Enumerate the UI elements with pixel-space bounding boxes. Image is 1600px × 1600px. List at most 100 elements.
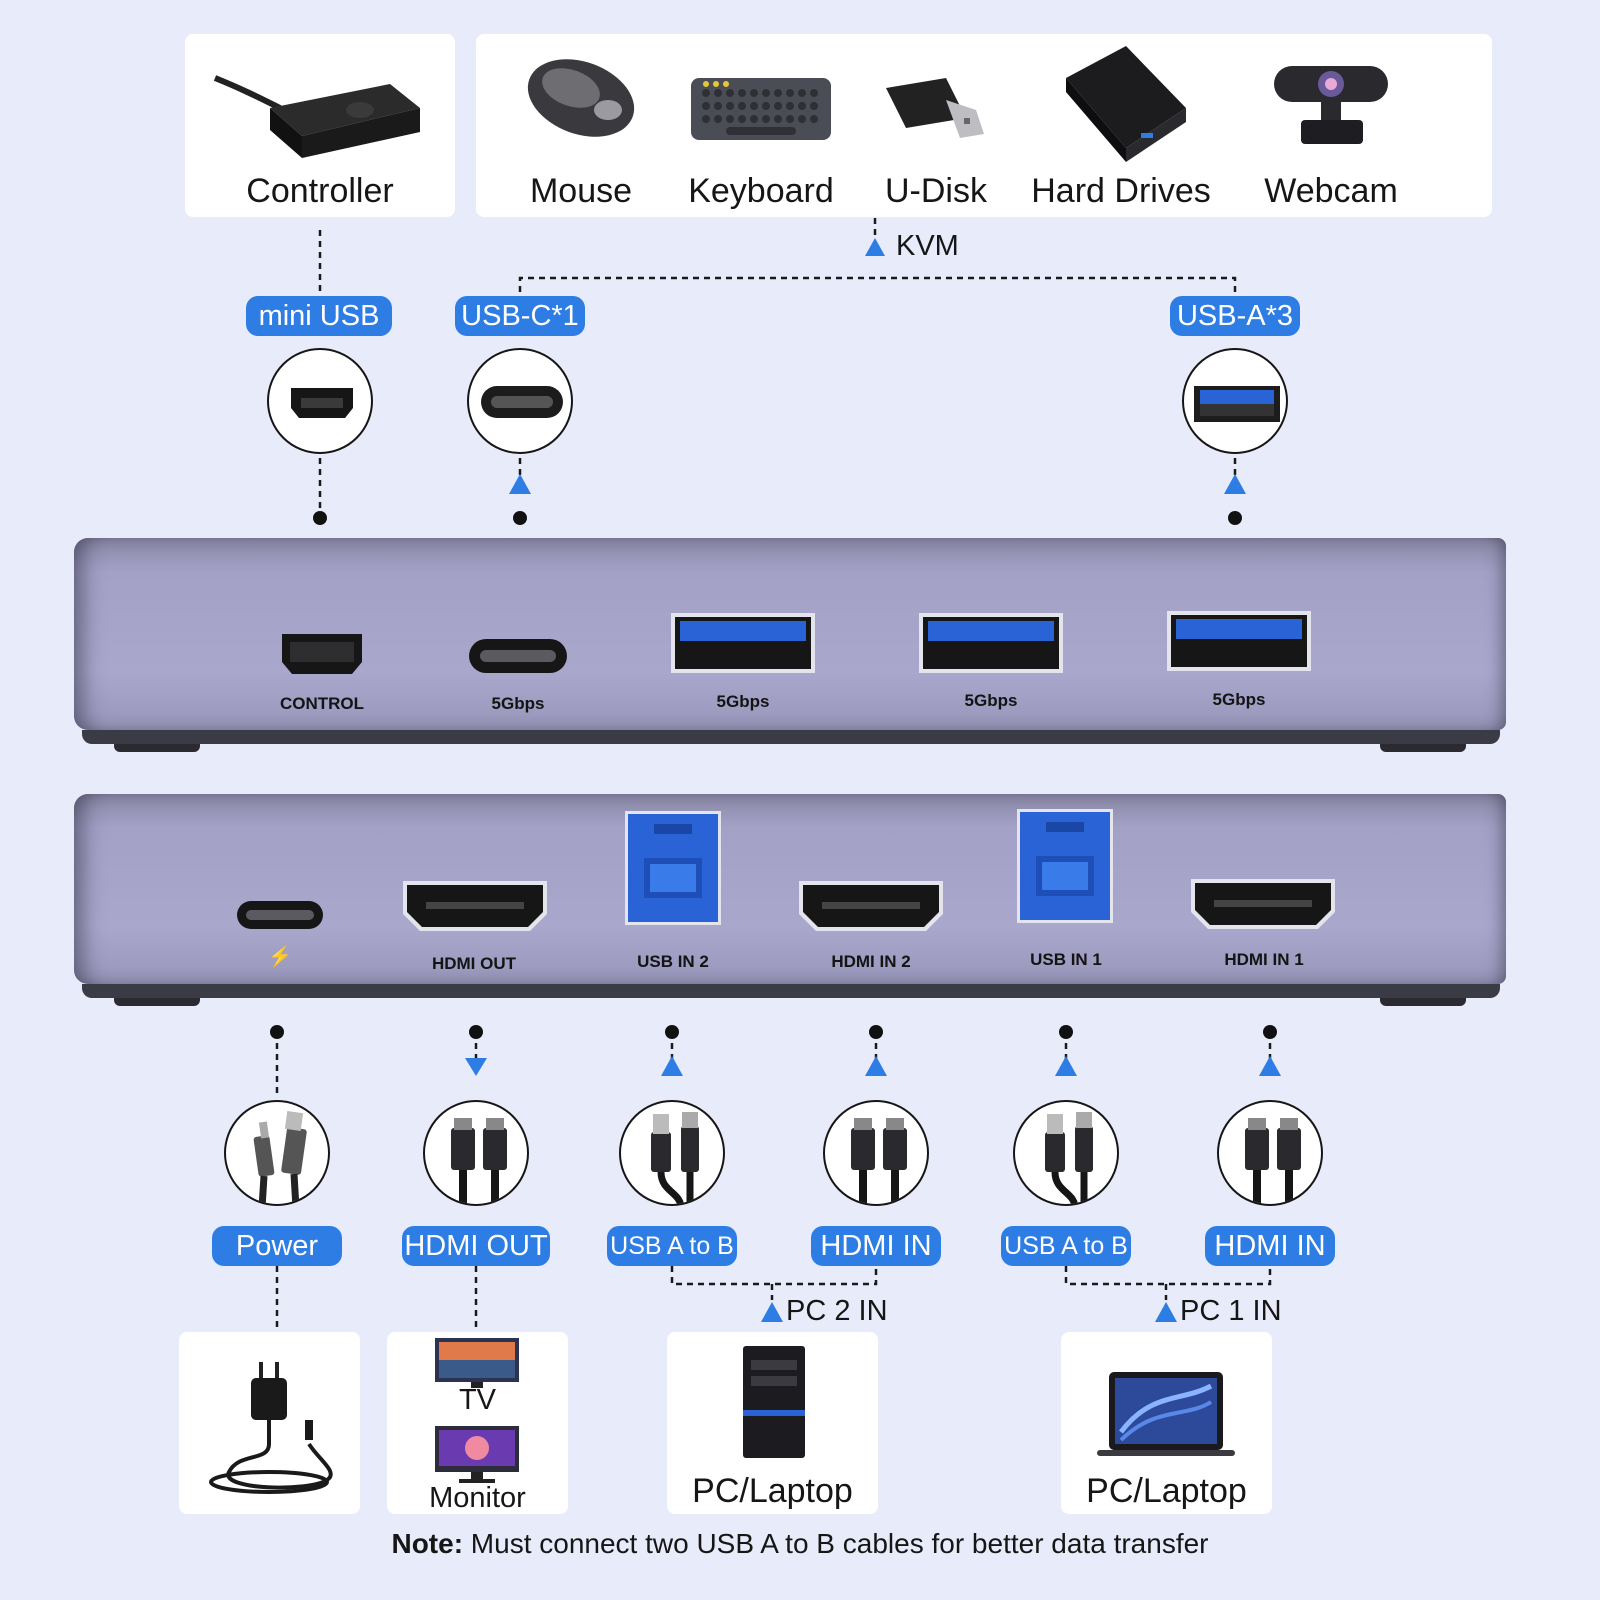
usb-a-port-2 xyxy=(918,612,1064,679)
udisk-icon xyxy=(886,78,984,138)
note-text: Note: Must connect two USB A to B cables… xyxy=(0,1528,1600,1560)
usb-a-pill: USB-A*3 xyxy=(1170,296,1300,336)
hdmi-in-1-port-label: HDMI IN 1 xyxy=(1224,950,1304,969)
usb-c-port-icon xyxy=(481,386,563,418)
usb-c-icon xyxy=(237,901,323,929)
power-port xyxy=(236,900,324,935)
power-pill: Power xyxy=(212,1226,342,1266)
keyboard-label: Keyboard xyxy=(688,172,834,210)
power-adapter-card xyxy=(179,1332,360,1514)
usb-a-to-b-cable-icon xyxy=(1045,1112,1093,1204)
hdmi-out-pill: HDMI OUT xyxy=(402,1226,550,1266)
hdmi-in-pill-2: HDMI IN xyxy=(811,1226,941,1266)
webcam-icon xyxy=(1274,66,1388,144)
hdmi-cable-icon xyxy=(451,1118,507,1204)
usb-a-to-b-cable-1-zoom xyxy=(1013,1100,1119,1206)
front-foot-left xyxy=(114,744,200,752)
hard-drives-label: Hard Drives xyxy=(1031,172,1211,210)
kvm-hub-rear-panel: ⚡ HDMI OUT USB IN 2 xyxy=(74,794,1506,984)
usb-in-1-port xyxy=(1016,808,1114,929)
usb-a-icon xyxy=(1167,611,1311,671)
pc1-card: PC/Laptop xyxy=(1061,1332,1272,1514)
usb-c-icon xyxy=(469,639,567,673)
note-bold: Note: xyxy=(391,1528,464,1559)
usb-a-icon xyxy=(919,613,1063,673)
udisk-label: U-Disk xyxy=(885,172,987,210)
hdmi-port-icon xyxy=(1191,879,1335,929)
hdmi-cable-icon xyxy=(1245,1118,1301,1204)
hdmi-in-2-port-label: HDMI IN 2 xyxy=(831,952,911,971)
mini-usb-port-zoom xyxy=(267,348,373,454)
kvm-hub-front-panel: CONTROL 5Gbps 5Gbps 5Gbps xyxy=(74,538,1506,730)
usb-in-2-port-label: USB IN 2 xyxy=(637,952,709,971)
mouse-label: Mouse xyxy=(529,172,633,210)
pc1-in-label: PC 1 IN xyxy=(1180,1295,1282,1327)
hdmi-out-port xyxy=(402,880,548,937)
mini-usb-port-icon xyxy=(291,388,353,418)
peripherals-card: Mouse Keyboard U-Disk xyxy=(476,34,1492,217)
rear-foot-left xyxy=(114,998,200,1006)
controller-label: Controller xyxy=(246,172,394,210)
usb-a-to-b-pill-2: USB A to B xyxy=(607,1226,737,1266)
hdmi-cable-icon xyxy=(851,1118,907,1204)
desktop-pc-icon xyxy=(743,1346,805,1458)
hdmi-out-port-label: HDMI OUT xyxy=(431,954,517,973)
mouse-device: Mouse xyxy=(516,48,646,210)
controller-icon xyxy=(213,75,420,158)
mini-usb-pill: mini USB xyxy=(246,296,392,336)
usb-c-port-zoom xyxy=(467,348,573,454)
laptop-icon xyxy=(1097,1372,1235,1456)
hdmi-in-1-port xyxy=(1190,878,1336,935)
keyboard-device: Keyboard xyxy=(686,48,836,210)
pc2-laptop-label: PC/Laptop xyxy=(692,1472,853,1510)
hard-drives-device: Hard Drives xyxy=(1031,38,1211,210)
usb-c-port xyxy=(468,638,568,679)
hdmi-in-cable-1-zoom xyxy=(1217,1100,1323,1206)
display-card: TV Monitor xyxy=(387,1332,568,1514)
mouse-icon xyxy=(527,59,635,137)
udisk-device: U-Disk xyxy=(876,48,996,210)
hard-drive-icon xyxy=(1066,46,1186,162)
power-adapter-icon xyxy=(209,1362,333,1494)
usb-a-to-b-cable-icon xyxy=(651,1112,699,1204)
usb-a-1-speed-label: 5Gbps xyxy=(716,692,770,711)
usb-a-icon xyxy=(671,613,815,673)
pc2-card: PC/Laptop xyxy=(667,1332,878,1514)
control-port-label: CONTROL xyxy=(279,694,365,713)
controller-device: Controller xyxy=(210,48,430,210)
usb-a-port-1 xyxy=(670,612,816,679)
keyboard-icon xyxy=(691,78,831,140)
usb-a-3-speed-label: 5Gbps xyxy=(1212,690,1266,709)
front-foot-right xyxy=(1380,744,1466,752)
tv-label: TV xyxy=(458,1384,497,1416)
controller-card: Controller xyxy=(185,34,455,217)
usb-c-cable-icon xyxy=(253,1110,307,1204)
hdmi-in-cable-2-zoom xyxy=(823,1100,929,1206)
tv-icon xyxy=(435,1338,519,1388)
usb-c-speed-label: 5Gbps xyxy=(491,694,545,713)
usb-a-port-zoom xyxy=(1182,348,1288,454)
control-port xyxy=(280,632,364,681)
webcam-device: Webcam xyxy=(1264,48,1398,210)
power-cable-zoom xyxy=(224,1100,330,1206)
webcam-label: Webcam xyxy=(1264,172,1398,210)
mini-usb-icon xyxy=(282,634,362,674)
rear-foot-right xyxy=(1380,998,1466,1006)
usb-a-port-icon xyxy=(1194,386,1280,422)
usb-b-port-icon xyxy=(625,811,721,925)
usb-c-pill: USB-C*1 xyxy=(455,296,585,336)
hdmi-out-cable-zoom xyxy=(423,1100,529,1206)
monitor-icon xyxy=(435,1426,519,1483)
note-body: Must connect two USB A to B cables for b… xyxy=(463,1528,1209,1559)
usb-in-2-port xyxy=(624,810,722,931)
hdmi-in-pill-1: HDMI IN xyxy=(1205,1226,1335,1266)
usb-a-2-speed-label: 5Gbps xyxy=(964,691,1018,710)
usb-a-port-3 xyxy=(1166,610,1312,677)
hdmi-in-2-port xyxy=(798,880,944,937)
power-port-symbol: ⚡ xyxy=(267,946,293,968)
front-panel-base xyxy=(82,730,1500,744)
pc2-in-label: PC 2 IN xyxy=(786,1295,888,1327)
hdmi-port-icon xyxy=(403,881,547,931)
pc1-laptop-label: PC/Laptop xyxy=(1086,1472,1247,1510)
